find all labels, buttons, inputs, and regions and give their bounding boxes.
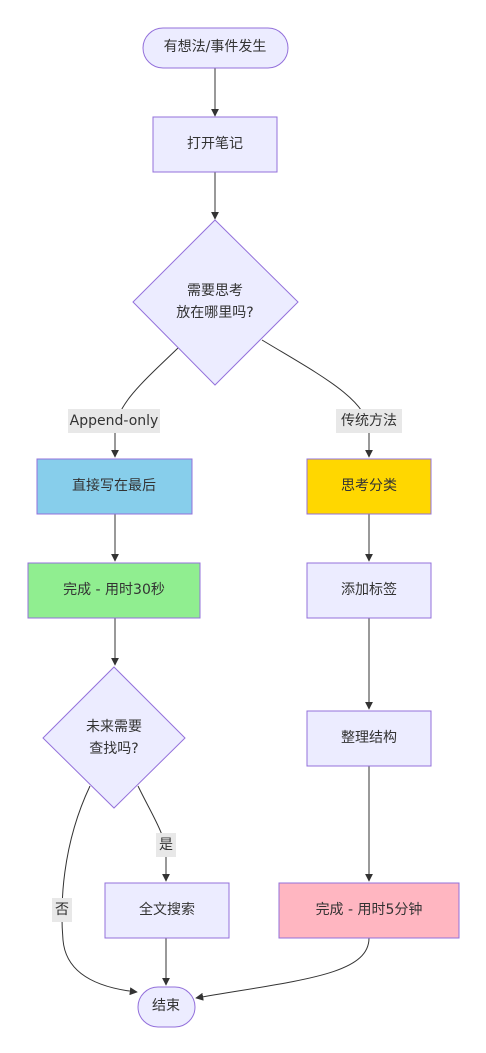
node-fulltext-search: 全文搜索 [104, 882, 230, 939]
edge-done5-to-end [195, 937, 370, 1001]
node-done-30s: 完成 - 用时30秒 [27, 562, 201, 619]
node-organize: 整理结构 [306, 710, 432, 767]
edge-label-append-only: Append-only [68, 409, 160, 433]
node-end-label: 结束 [152, 998, 180, 1014]
node-think-category: 思考分类 [306, 458, 432, 515]
edge-search-no [61, 785, 138, 996]
node-decision-search: 未来需要 查找吗? [42, 666, 186, 809]
edge-label-yes: 是 [156, 833, 176, 857]
node-decision-where: 需要思考 放在哪里吗? [132, 219, 299, 386]
node-decision-search-line2: 查找吗? [89, 741, 138, 757]
node-done-30s-label: 完成 - 用时30秒 [63, 582, 165, 598]
node-decision-where-line1: 需要思考 [187, 283, 243, 299]
node-add-tags-label: 添加标签 [341, 581, 397, 598]
edges [61, 68, 373, 1001]
node-fulltext-search-label: 全文搜索 [139, 901, 195, 918]
edge-label-append-only-text: Append-only [70, 413, 159, 429]
edge-label-yes-text: 是 [159, 837, 173, 853]
node-append-direct: 直接写在最后 [36, 458, 193, 515]
edge-decision-to-think [261, 339, 373, 458]
node-start: 有想法/事件发生 [142, 27, 289, 69]
node-decision-search-line1: 未来需要 [86, 719, 142, 735]
node-organize-label: 整理结构 [341, 730, 397, 746]
node-end: 结束 [137, 986, 196, 1028]
edge-label-traditional-text: 传统方法 [341, 413, 397, 429]
edge-label-no-text: 否 [55, 902, 69, 918]
edge-label-no: 否 [52, 898, 72, 922]
node-open-notes-label: 打开笔记 [187, 135, 243, 152]
node-decision-where-line2: 放在哪里吗? [176, 305, 253, 321]
node-start-label: 有想法/事件发生 [164, 39, 267, 55]
node-done-5min-label: 完成 - 用时5分钟 [316, 901, 423, 918]
node-done-5min: 完成 - 用时5分钟 [278, 882, 460, 939]
node-open-notes: 打开笔记 [152, 116, 278, 173]
node-append-direct-label: 直接写在最后 [72, 477, 156, 494]
edge-label-traditional: 传统方法 [336, 409, 402, 433]
node-add-tags: 添加标签 [306, 562, 432, 619]
edge-decision-to-append [111, 347, 179, 458]
node-think-category-label: 思考分类 [341, 478, 397, 494]
